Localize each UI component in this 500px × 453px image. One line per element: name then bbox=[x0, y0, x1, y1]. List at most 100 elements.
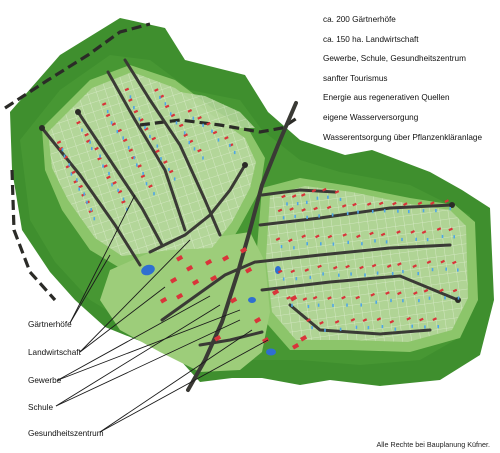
house-marker bbox=[362, 318, 368, 322]
house-marker bbox=[111, 122, 117, 126]
cistern-marker bbox=[83, 192, 85, 196]
cistern-marker bbox=[424, 325, 426, 329]
house-marker bbox=[312, 295, 318, 300]
cistern-marker bbox=[233, 150, 236, 155]
house-marker bbox=[380, 232, 386, 237]
cistern-marker bbox=[164, 102, 167, 106]
house-marker bbox=[412, 264, 417, 268]
house-marker bbox=[164, 104, 170, 109]
cistern-marker bbox=[324, 328, 326, 332]
cistern-marker bbox=[296, 202, 299, 206]
label-gaertnerhoefe: Gärtnerhöfe bbox=[28, 320, 72, 329]
house-marker bbox=[117, 128, 122, 133]
feeder-road-4 bbox=[123, 58, 222, 237]
fact-item: Energie aus regenerativen Quellen bbox=[323, 93, 450, 103]
cistern-marker bbox=[76, 178, 78, 182]
house-marker bbox=[376, 317, 382, 321]
public-building-marker bbox=[290, 294, 298, 302]
house-marker bbox=[444, 199, 449, 203]
public-building-marker bbox=[170, 276, 178, 284]
fact-item: sanfter Tourismus bbox=[323, 73, 388, 83]
house-marker bbox=[197, 148, 202, 153]
cistern-marker bbox=[110, 121, 113, 125]
cistern-marker bbox=[306, 242, 308, 246]
house-marker bbox=[76, 120, 81, 125]
plots-north bbox=[48, 72, 256, 256]
cistern-marker bbox=[81, 128, 83, 132]
feeder-road-2 bbox=[76, 110, 164, 247]
cistern-marker bbox=[202, 123, 204, 127]
dashed-path-ridge bbox=[139, 116, 298, 134]
house-marker bbox=[396, 230, 401, 234]
cistern-marker bbox=[422, 209, 425, 213]
house-marker bbox=[286, 296, 291, 300]
road-east-5 bbox=[288, 303, 432, 336]
house-marker bbox=[304, 268, 310, 272]
cistern-marker bbox=[294, 214, 296, 219]
cistern-marker bbox=[108, 171, 110, 176]
cistern-marker bbox=[316, 196, 319, 200]
cistern-marker bbox=[111, 183, 113, 187]
house-marker bbox=[128, 148, 134, 153]
house-marker bbox=[403, 202, 408, 206]
house-marker bbox=[311, 188, 317, 193]
house-marker bbox=[154, 88, 159, 92]
cistern-marker bbox=[381, 325, 384, 329]
house-marker bbox=[341, 204, 347, 208]
house-marker bbox=[155, 149, 160, 154]
cistern-marker bbox=[144, 125, 146, 129]
plots-east bbox=[266, 186, 468, 342]
public-building-marker bbox=[292, 342, 300, 350]
house-marker bbox=[355, 295, 360, 300]
cistern-marker bbox=[457, 268, 459, 272]
cistern-marker bbox=[306, 215, 308, 219]
cistern-marker bbox=[295, 277, 298, 281]
house-marker bbox=[356, 234, 361, 239]
cistern-marker bbox=[402, 270, 404, 274]
cistern-marker bbox=[311, 326, 313, 330]
road-network bbox=[40, 58, 460, 392]
cistern-marker bbox=[339, 197, 342, 201]
cistern-marker bbox=[444, 296, 446, 300]
house-marker bbox=[426, 260, 432, 264]
public-building-marker bbox=[176, 293, 184, 300]
cistern-marker bbox=[106, 109, 109, 114]
label-gewerbe: Gewerbe bbox=[28, 376, 62, 385]
house-marker bbox=[452, 260, 457, 265]
public-building-marker bbox=[230, 297, 238, 304]
cistern-marker bbox=[309, 275, 312, 280]
cistern-marker bbox=[153, 192, 155, 196]
cistern-marker bbox=[401, 237, 403, 242]
house-marker bbox=[370, 292, 375, 297]
cistern-marker bbox=[428, 296, 431, 300]
cistern-marker bbox=[86, 200, 88, 204]
cistern-marker bbox=[188, 141, 190, 145]
house-marker bbox=[306, 318, 311, 322]
cistern-marker bbox=[142, 171, 144, 176]
house-marker bbox=[389, 319, 395, 324]
house-marker bbox=[432, 317, 437, 321]
dashed-path-west bbox=[10, 169, 57, 302]
cistern-marker bbox=[390, 298, 392, 303]
cistern-marker bbox=[286, 202, 288, 206]
house-marker bbox=[277, 208, 283, 213]
cistern-marker bbox=[133, 106, 135, 110]
cistern-marker bbox=[338, 273, 340, 277]
cistern-marker bbox=[136, 163, 138, 167]
cistern-marker bbox=[138, 117, 141, 121]
house-marker bbox=[288, 238, 293, 243]
facts-list: ca. 200 Gärtnerhöfe ca. 150 ha. Landwirt… bbox=[323, 10, 482, 147]
cistern-marker bbox=[217, 138, 220, 142]
house-marker bbox=[63, 155, 69, 160]
house-marker bbox=[342, 233, 347, 237]
house-marker bbox=[281, 194, 286, 199]
public-building-marker bbox=[254, 317, 262, 324]
house-marker bbox=[289, 207, 294, 211]
house-marker bbox=[151, 136, 157, 141]
cistern-marker bbox=[374, 239, 376, 243]
cistern-marker bbox=[397, 209, 399, 213]
cistern-marker bbox=[133, 156, 136, 160]
cistern-marker bbox=[361, 242, 363, 246]
dashed-path-north bbox=[4, 22, 151, 110]
house-marker bbox=[122, 138, 128, 143]
